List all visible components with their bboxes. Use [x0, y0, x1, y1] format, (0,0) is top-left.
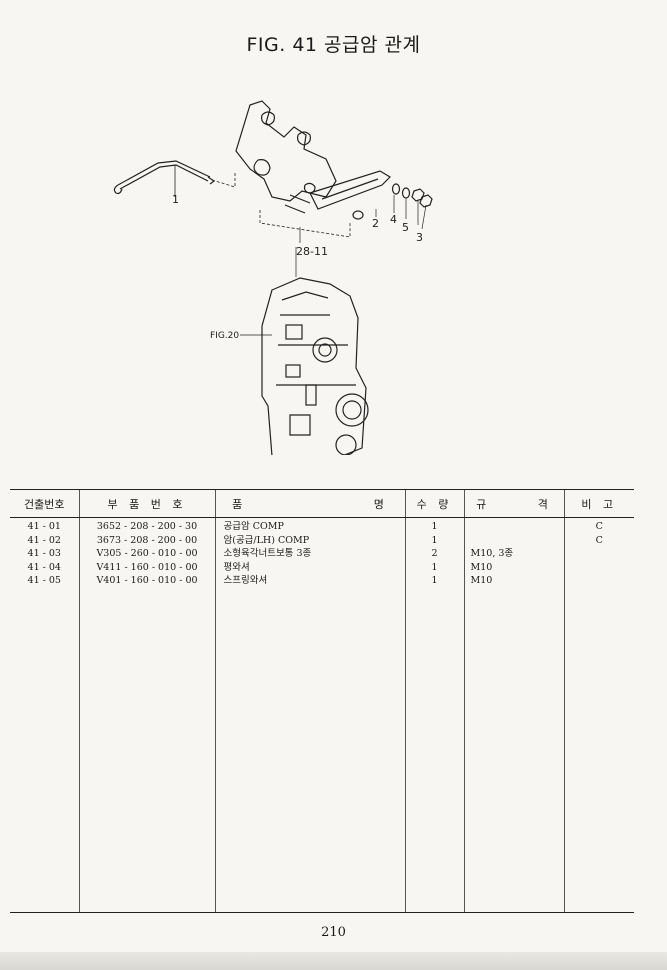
- col-header-ref: 건출번호: [10, 489, 79, 518]
- specification: M10: [470, 561, 493, 573]
- ref-number: 41 - 02: [27, 534, 61, 546]
- table-row: 41 - 01 41 - 02 41 - 03 41 - 04 41 - 05 …: [10, 517, 634, 913]
- transmission-housing: [261, 277, 369, 457]
- quantity: 1: [431, 521, 438, 532]
- table-header-row: 건출번호 부 품 번 호 품 명 수 량 규 격 비 고: [10, 489, 634, 518]
- col-header-spec: 규 격: [463, 489, 564, 518]
- fig-reference: FIG.20: [210, 331, 239, 341]
- quantity: 2: [431, 548, 438, 559]
- col-header-qty: 수 량: [404, 489, 464, 518]
- callout-4: 4: [390, 213, 397, 226]
- remark: C: [595, 521, 603, 532]
- specification: M10, 3종: [470, 548, 514, 559]
- part-1-rod: [113, 160, 216, 195]
- parts-list-table: 건출번호 부 품 번 호 품 명 수 량 규 격 비 고 41 - 01 41 …: [10, 489, 634, 913]
- callout-3: 3: [416, 231, 423, 244]
- cell-qty: 1 1 2 1 1: [404, 517, 464, 913]
- quantity: 1: [431, 534, 438, 546]
- part-number: V401 - 160 - 010 - 00: [96, 575, 198, 586]
- cell-spec: M10, 3종 M10 M10: [463, 517, 564, 913]
- part-name: 스프링와셔: [223, 575, 268, 586]
- cell-ref: 41 - 01 41 - 02 41 - 03 41 - 04 41 - 05: [10, 517, 79, 913]
- part-number: 3673 - 208 - 200 - 00: [96, 534, 198, 546]
- quantity: 1: [431, 561, 438, 573]
- callout-2: 2: [372, 217, 379, 230]
- page-title: FIG. 41 공급암 관계: [246, 34, 421, 56]
- part-number: 3652 - 208 - 200 - 30: [96, 521, 198, 532]
- callout-1: 1: [172, 193, 179, 206]
- remark: C: [595, 534, 603, 546]
- col-header-remark: 비 고: [563, 489, 634, 518]
- supply-arm-assembly: [235, 100, 391, 214]
- part-number: V411 - 160 - 010 - 00: [96, 561, 198, 573]
- part-name: 암(공급/LH) COMP: [223, 534, 310, 546]
- part-name: 평와셔: [223, 561, 250, 573]
- ref-number: 41 - 04: [27, 561, 61, 573]
- part-name: 소형육각너트보통 3종: [223, 548, 312, 559]
- ref-number: 41 - 05: [27, 575, 61, 586]
- specification: [471, 534, 560, 548]
- quantity: 1: [431, 575, 438, 586]
- cell-name: 공급암 COMP 암(공급/LH) COMP 소형육각너트보통 3종 평와셔 스…: [214, 517, 405, 913]
- ref-number: 41 - 01: [27, 521, 61, 532]
- diagram-drawing: 1 2 4 5 3 28-11 FIG.20: [113, 100, 433, 457]
- specification: [471, 520, 560, 534]
- cell-remark: C C: [563, 517, 634, 913]
- ref-number: 41 - 03: [27, 548, 61, 559]
- specification: M10: [470, 575, 493, 586]
- col-header-part-no: 부 품 번 호: [78, 489, 215, 518]
- col-header-name: 품 명: [214, 489, 405, 518]
- cell-part-no: 3652 - 208 - 200 - 30 3673 - 208 - 200 -…: [78, 517, 215, 913]
- scan-edge: [0, 952, 667, 970]
- exploded-parts-diagram: 1 2 4 5 3 28-11 FIG.20: [100, 85, 460, 457]
- callout-5: 5: [402, 221, 409, 234]
- part-number: V305 - 260 - 010 - 00: [96, 548, 198, 559]
- part-name: 공급암 COMP: [223, 521, 284, 532]
- callout-28-11: 28-11: [296, 245, 328, 258]
- page-number: 210: [321, 925, 346, 940]
